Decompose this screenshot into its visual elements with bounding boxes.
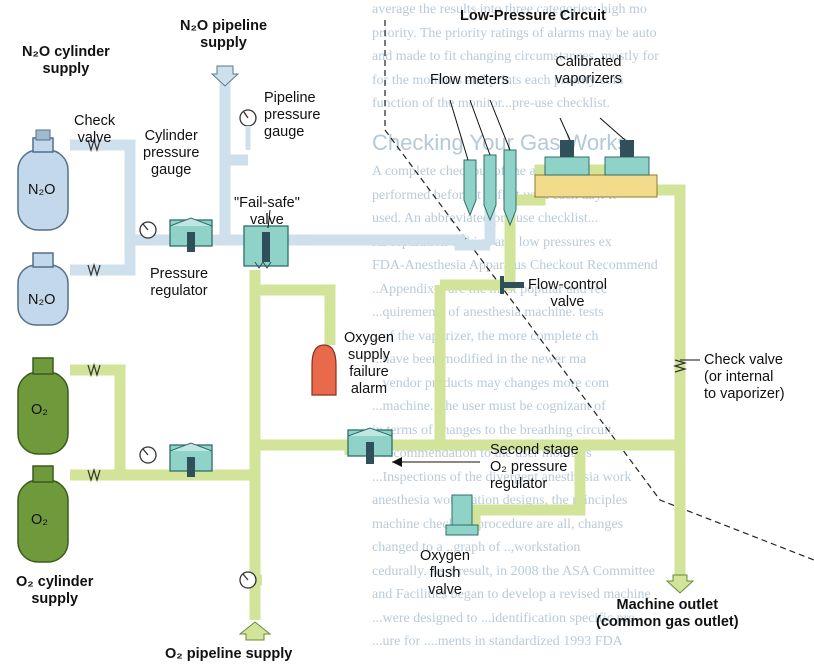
pressure-regulator-n2o: [169, 217, 213, 252]
background-text-line: ...were designed to ...identification sp…: [372, 610, 635, 626]
check-valve-icon: [87, 137, 688, 483]
flow-meters-label: Flow meters: [430, 72, 509, 88]
n2o-cylinder-2-label: N₂O: [28, 292, 56, 308]
background-text-line: ...of the vaporizer, the more complete c…: [372, 328, 599, 344]
pressure-gauge-icons: [139, 109, 257, 589]
o2-cylinder-1-label: O₂: [31, 402, 48, 418]
o2-cylinder-1: [17, 357, 69, 455]
background-text-line: ...machine. The user must be cognizant o…: [372, 399, 606, 414]
second-stage-regulator: [347, 427, 393, 464]
background-text-line: and made to fit changing circumstances, …: [372, 49, 659, 64]
leader-lines: [267, 99, 700, 463]
fail-safe-valve: [243, 225, 289, 269]
background-text-line: ...quirements of anesthesia machine. tes…: [372, 305, 604, 320]
background-text-line: changed to a ..graph of ..,workstation: [372, 540, 581, 555]
background-text-line: Checking Your Gas Works: [372, 130, 629, 155]
machine-outlet-label: Machine outlet(common gas outlet): [596, 597, 739, 630]
n2o-cylinder-1-label: N₂O: [28, 182, 56, 198]
background-text-line: in terms of changes to the breathing cir…: [372, 422, 616, 438]
fail-safe-valve-label: "Fail-safe"valve: [234, 195, 300, 228]
background-text-line: ...ure for ....ments in standardized 199…: [372, 634, 623, 649]
calibrated-vaporizers: [534, 140, 658, 198]
o2-pipeline-inlet-arrow: [238, 621, 272, 641]
low-pressure-circuit-title: Low-Pressure Circuit: [460, 8, 606, 24]
background-text-line: for the monitors and prints each priorit…: [372, 72, 624, 88]
background-text-line: cedurally. As a result, in 2008 the ASA …: [372, 563, 655, 579]
background-text-line: machine checkout procedure are all, chan…: [372, 516, 624, 532]
n2o-pipeline-inlet-arrow: [210, 65, 240, 87]
background-text-line: priority. The priority ratings of alarms…: [372, 25, 657, 41]
background-text-line: anesthesia workstation designs, the prin…: [372, 493, 628, 508]
background-text-line: average the results into three categorie…: [372, 2, 647, 17]
background-text-line: ...vendor products may changes more com: [372, 375, 610, 391]
o2-pipeline-supply-label: O₂ pipeline supply: [165, 646, 293, 662]
pressure-regulator-o2: [169, 442, 213, 477]
flow-control-valve: [500, 276, 524, 294]
background-text-line: ...have been modified in the newer ma: [372, 352, 587, 367]
o2-cylinder-2-label: O₂: [31, 512, 48, 528]
background-text-line: ...Inspections of the divergent anesthes…: [372, 469, 632, 485]
n2o-cylinder-2: [17, 252, 69, 326]
oxygen-flush-valve: [445, 494, 479, 536]
machine-outlet-arrow: [665, 574, 695, 594]
oxygen-failure-alarm-icon: [311, 344, 337, 396]
o2-cylinder-2: [17, 465, 69, 563]
low-pressure-boundary: [384, 20, 814, 561]
second-stage-arrowhead: [392, 457, 402, 467]
flow-meter-tubes: [463, 149, 517, 227]
n2o-cylinder-1: [17, 129, 69, 231]
background-text-line: and Facilities began to develop a revise…: [372, 587, 651, 602]
